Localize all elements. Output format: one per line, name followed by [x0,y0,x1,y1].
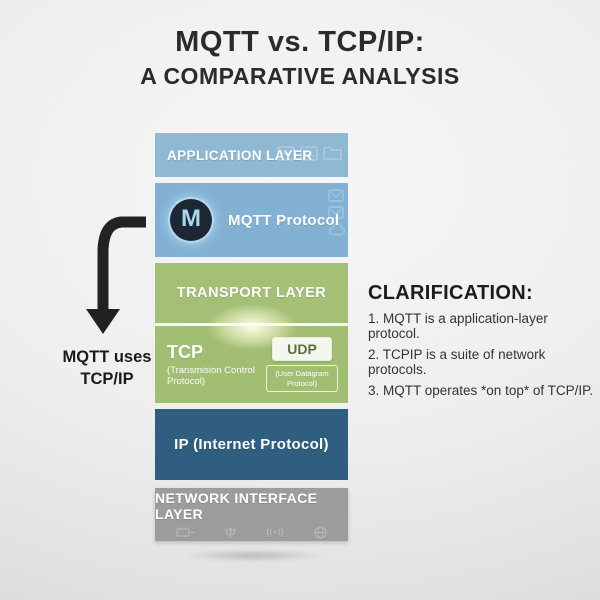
clarification-heading: CLARIFICATION: [368,282,533,304]
usb-icon [224,526,237,539]
title-line-1: MQTT vs. TCP/IP: [175,26,425,58]
ip-layer-label: IP (Internet Protocol) [174,436,329,453]
network-interface-label: NETWORK INTERFACE LAYER [155,490,318,522]
clarification-item-2: 2. TCPIP is a suite of network protocols… [368,347,546,377]
mqtt-uses-arrow [78,210,150,346]
layer-tcp-udp: TCP (Transmision Control Protocol) UDP (… [155,326,348,403]
page-title: MQTT vs. TCP/IP: A COMPARATIVE ANALYSIS [0,26,600,90]
layer-mqtt-protocol: M MQTT Protocol [155,183,348,257]
mqtt-protocol-label: MQTT Protocol [228,211,340,229]
layer-network-interface: NETWORK INTERFACE LAYER [155,488,348,541]
ethernet-icon [175,526,196,539]
clarification-item-3: 3. MQTT operates *on top* of TCP/IP. [368,383,594,398]
udp-block: UDP (User Datagram Protocol) [266,336,338,393]
mqtt-side-icons [328,189,346,236]
network-interface-icons [175,526,328,539]
application-icons [277,146,342,161]
mqtt-logo-letter: M [181,205,201,232]
layer-ip: IP (Internet Protocol) [155,409,348,480]
mail-icon [328,189,346,202]
image-icon [300,146,318,161]
envelope-icon [277,146,295,161]
tcp-sublabel: (Transmision Control Protocol) [167,365,255,387]
arrow-annotation: MQTT uses TCP/IP [52,346,162,390]
folder-icon [323,146,342,161]
layer-transport: TRANSPORT LAYER [155,263,348,323]
mail-icon [328,206,346,219]
udp-badge: UDP [272,336,332,361]
title-line-2: A COMPARATIVE ANALYSIS [140,63,460,89]
tcp-block: TCP (Transmision Control Protocol) [167,342,266,387]
clarification-item-1: 1. MQTT is a application-layer protocol. [368,311,548,341]
udp-sublabel: (User Datagram Protocol) [266,364,338,393]
protocol-stack: APPLICATION LAYER M MQTT Protocol [155,133,348,541]
stack-drop-shadow [168,549,338,562]
annotation-line-1: MQTT uses [62,348,152,366]
transport-layer-label: TRANSPORT LAYER [176,285,327,301]
mqtt-logo: M [168,197,214,243]
tcp-label: TCP [167,342,203,362]
annotation-line-2: TCP/IP [80,370,134,388]
cloud-icon [328,223,346,236]
wifi-icon [265,526,285,539]
globe-icon [313,526,328,539]
clarification-panel: CLARIFICATION: 1. MQTT is a application-… [368,282,596,398]
application-layer-label: APPLICATION LAYER [167,147,313,163]
layer-application: APPLICATION LAYER [155,133,348,177]
